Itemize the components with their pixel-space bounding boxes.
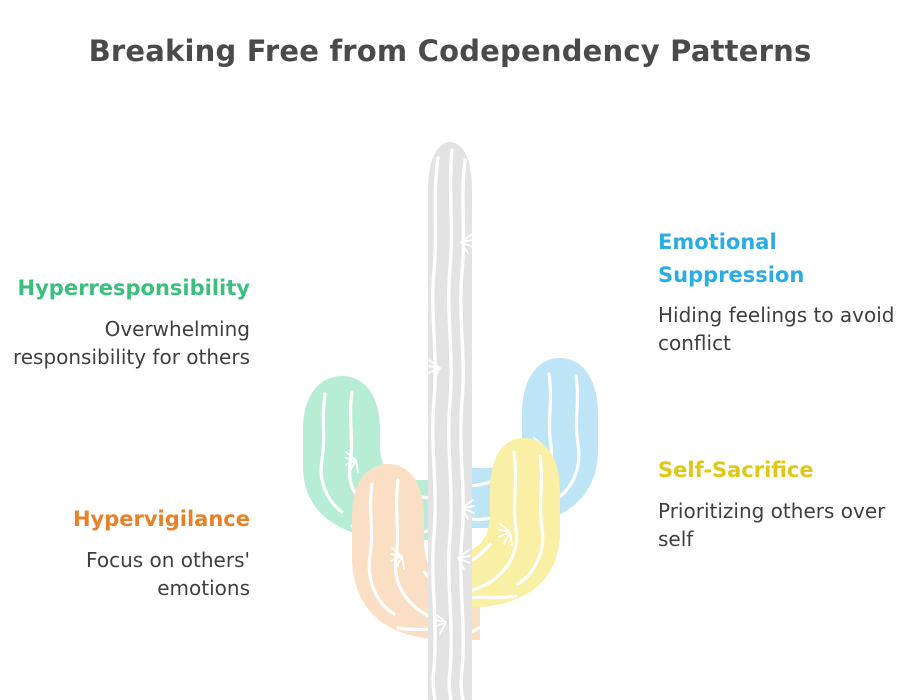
- label-description-self-sacrifice: Prioritizing others over self: [658, 498, 886, 551]
- label-heading-hypervigilance: Hypervigilance: [72, 507, 250, 531]
- spine-tuft-icon: [390, 547, 405, 570]
- cactus-trunk: [427, 142, 475, 700]
- label-emotional-suppression: Emotional Suppression Hiding feelings to…: [658, 226, 896, 358]
- label-hypervigilance: Hypervigilance Focus on others' emotions: [0, 503, 250, 602]
- label-self-sacrifice: Self-Sacrifice Prioritizing others over …: [658, 454, 896, 553]
- label-heading-self-sacrifice: Self-Sacrifice: [658, 458, 814, 482]
- label-description-emotional-suppression: Hiding feelings to avoid conflict: [658, 303, 895, 356]
- cactus-illustration: [280, 120, 620, 700]
- spine-tuft-icon: [460, 233, 474, 254]
- label-heading-hyperresponsibility: Hyperresponsibility: [17, 276, 250, 300]
- spine-tuft-icon: [433, 613, 447, 635]
- label-description-hypervigilance: Focus on others' emotions: [86, 547, 250, 600]
- spine-tuft-icon: [427, 359, 441, 381]
- label-description-hyperresponsibility: Overwhelming responsibility for others: [12, 316, 250, 369]
- spine-tuft-icon: [345, 451, 359, 473]
- label-heading-emotional-suppression: Emotional Suppression: [658, 230, 805, 287]
- spine-tuft-icon: [457, 549, 471, 570]
- label-hyperresponsibility: Hyperresponsibility Overwhelming respons…: [0, 272, 250, 371]
- page-title: Breaking Free from Codependency Patterns: [88, 34, 812, 68]
- spine-tuft-icon: [498, 523, 513, 546]
- spine-tuft-icon: [461, 499, 475, 520]
